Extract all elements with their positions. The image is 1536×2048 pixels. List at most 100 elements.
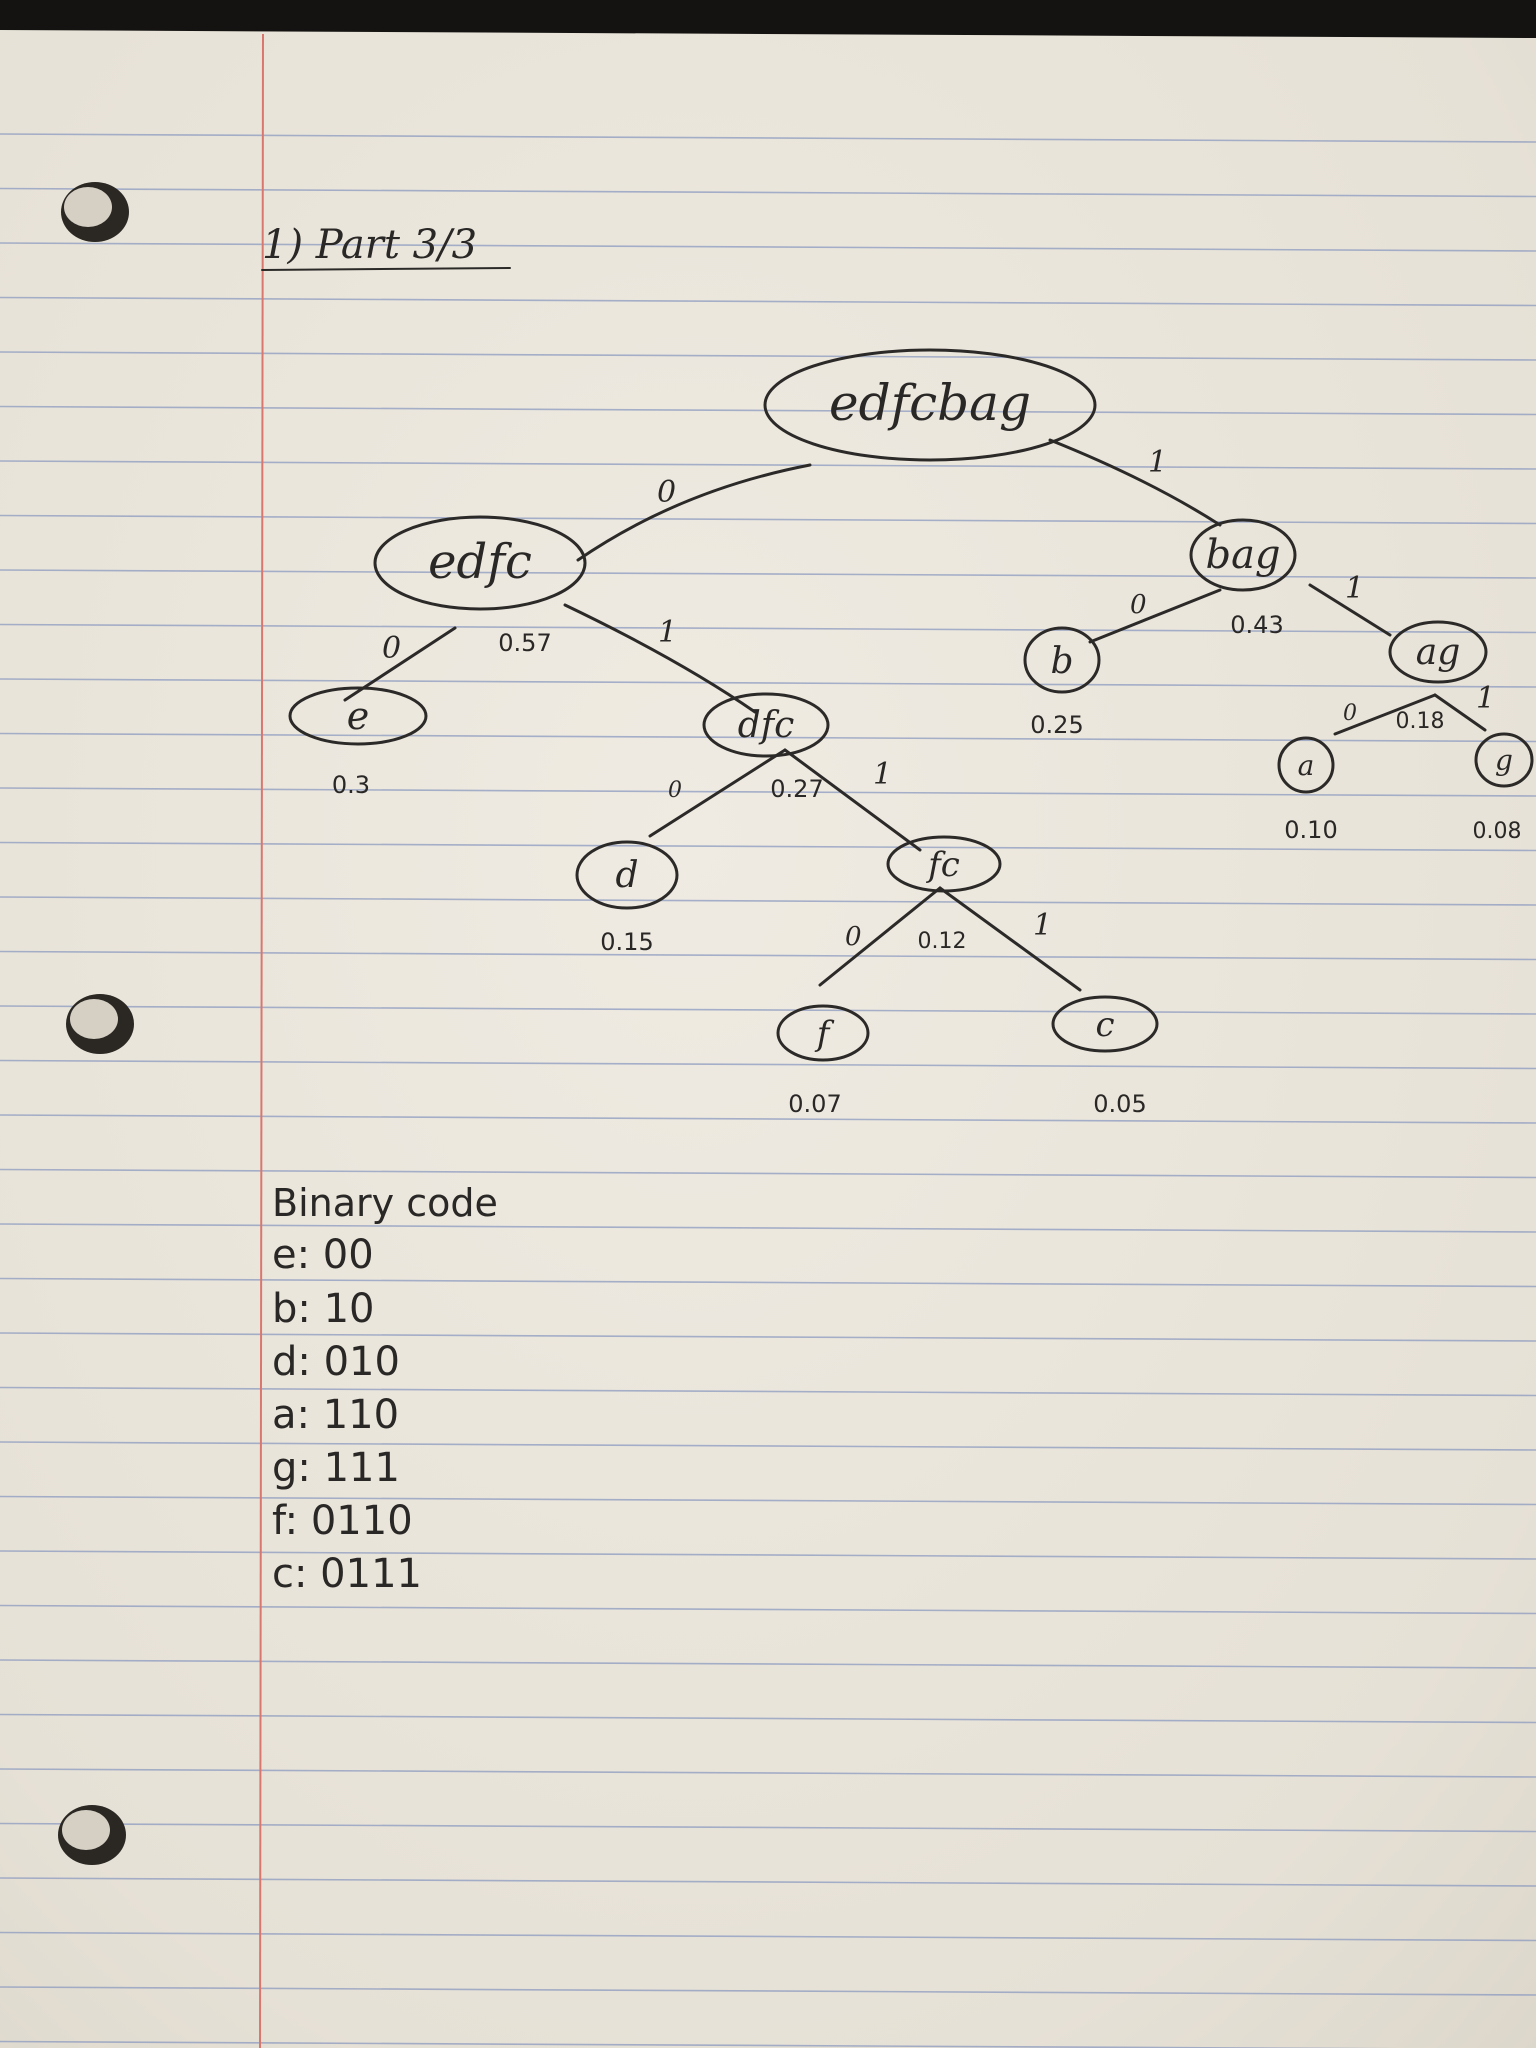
ruled-line: [0, 1059, 1536, 1070]
edge-label: 1: [873, 757, 892, 792]
code-line: c: 0111: [272, 1551, 422, 1597]
node-probability: 0.15: [600, 928, 653, 956]
node-probability: 0.57: [498, 629, 551, 657]
ruled-lines: [0, 133, 1536, 2048]
ruled-line: [0, 1659, 1536, 1669]
ruled-line: [0, 351, 1536, 361]
tree-node: d 0.15: [575, 840, 679, 956]
code-line: e: 00: [272, 1232, 374, 1278]
page-heading: 1) Part 3/3: [262, 222, 477, 268]
paper-sheet: [0, 30, 1536, 2048]
node-probability: 0.18: [1396, 709, 1445, 734]
ruled-line: [0, 623, 1536, 634]
tree-node: fc 0.12: [886, 835, 1002, 954]
ruled-line: [0, 896, 1536, 906]
ruled-line: [0, 1495, 1536, 1506]
tree-node: c 0.05: [1051, 995, 1159, 1118]
ruled-line: [0, 514, 1536, 525]
edge-label: 1: [1148, 445, 1167, 480]
svg-text:b: b: [1050, 641, 1073, 682]
ruled-line: [0, 1005, 1536, 1015]
node-probability: 0.05: [1093, 1090, 1146, 1118]
svg-text:c: c: [1095, 1005, 1114, 1045]
ruled-line: [0, 242, 1536, 252]
tree-node: edfc 0.57: [373, 515, 587, 657]
ruled-line: [0, 405, 1536, 416]
tree-node: bag 0.43: [1189, 518, 1297, 639]
svg-text:edfc: edfc: [428, 534, 532, 590]
edge-label: 1: [658, 615, 677, 650]
node-probability: 0.25: [1030, 711, 1083, 739]
ruled-line: [0, 569, 1536, 579]
ruled-line: [0, 1114, 1536, 1124]
edge-label: 0: [657, 475, 676, 510]
ruled-line: [0, 460, 1536, 470]
edge-label: 1: [1476, 681, 1495, 716]
ruled-line: [0, 1604, 1536, 1615]
node-probability: 0.43: [1230, 611, 1283, 639]
ruled-line: [0, 1822, 1536, 1833]
node-probability: 0.3: [332, 771, 370, 799]
svg-text:e: e: [347, 694, 370, 738]
ruled-line: [0, 2040, 1402, 2048]
tree-node: dfc 0.27: [702, 692, 830, 803]
code-line: f: 0110: [272, 1498, 413, 1544]
tree-node: b 0.25: [1023, 626, 1101, 739]
edge-labels: 0 1 0 1 0 1 0 1 0 1 0 1: [382, 445, 1495, 952]
edge-label: 1: [1033, 908, 1052, 943]
node-probability: 0.27: [770, 775, 823, 803]
svg-text:fc: fc: [925, 845, 960, 885]
edge-label: 0: [668, 778, 682, 803]
punch-holes: [58, 182, 134, 1865]
tree-node: g 0.08: [1473, 732, 1534, 844]
ruled-line: [0, 678, 1536, 688]
node-probability: 0.12: [918, 929, 967, 954]
ruled-line: [0, 1441, 1536, 1451]
tree-node: e 0.3: [288, 686, 428, 799]
code-line: a: 110: [272, 1392, 399, 1438]
ruled-line: [0, 950, 1536, 961]
margin-line: [259, 33, 264, 2048]
code-line: d: 010: [272, 1339, 400, 1385]
binary-code-title: Binary code: [272, 1181, 498, 1225]
svg-text:dfc: dfc: [738, 705, 795, 746]
svg-text:d: d: [615, 855, 638, 896]
ruled-line: [0, 1386, 1536, 1397]
node-probability: 0.07: [788, 1090, 841, 1118]
edge-label: 1: [1345, 571, 1364, 606]
tree-node: edfcbag: [763, 348, 1097, 462]
tree-node: ag 0.18: [1388, 620, 1488, 734]
tree-node: a 0.10: [1277, 736, 1338, 844]
ruled-line: [0, 1332, 1536, 1342]
ruled-line: [0, 1986, 1536, 1996]
svg-text:g: g: [1495, 744, 1513, 777]
ruled-line: [0, 1931, 1536, 1942]
ruled-line: [0, 1713, 1536, 1724]
svg-text:edfcbag: edfcbag: [829, 374, 1031, 432]
ruled-line: [0, 1550, 1536, 1560]
ruled-line: [0, 787, 1536, 797]
binary-code-list: Binary code e: 00 b: 10 d: 010 a: 110 g:…: [272, 1181, 498, 1597]
edge-label: 0: [845, 922, 862, 952]
tree-edges: [343, 438, 1487, 992]
node-probability: 0.08: [1473, 819, 1522, 844]
ruled-line: [0, 841, 1536, 852]
ruled-line: [0, 1768, 1536, 1778]
edge-label: 0: [382, 631, 401, 666]
ruled-line: [0, 133, 1536, 143]
tree-nodes: edfcbag edfc 0.57 bag 0.43 e 0.3 dfc 0.2…: [288, 348, 1534, 1118]
code-line: g: 111: [272, 1445, 400, 1491]
svg-text:bag: bag: [1205, 532, 1280, 578]
ruled-line: [0, 1168, 1536, 1179]
ruled-line: [0, 1223, 1536, 1233]
node-probability: 0.10: [1284, 816, 1337, 844]
ruled-line: [0, 1877, 1536, 1887]
svg-text:ag: ag: [1416, 632, 1461, 673]
ruled-line: [0, 187, 1536, 198]
edge-label: 0: [1343, 701, 1357, 726]
svg-text:a: a: [1298, 749, 1315, 782]
ruled-line: [0, 296, 1536, 307]
edge-label: 0: [1130, 590, 1147, 620]
ruled-line: [0, 1277, 1536, 1288]
